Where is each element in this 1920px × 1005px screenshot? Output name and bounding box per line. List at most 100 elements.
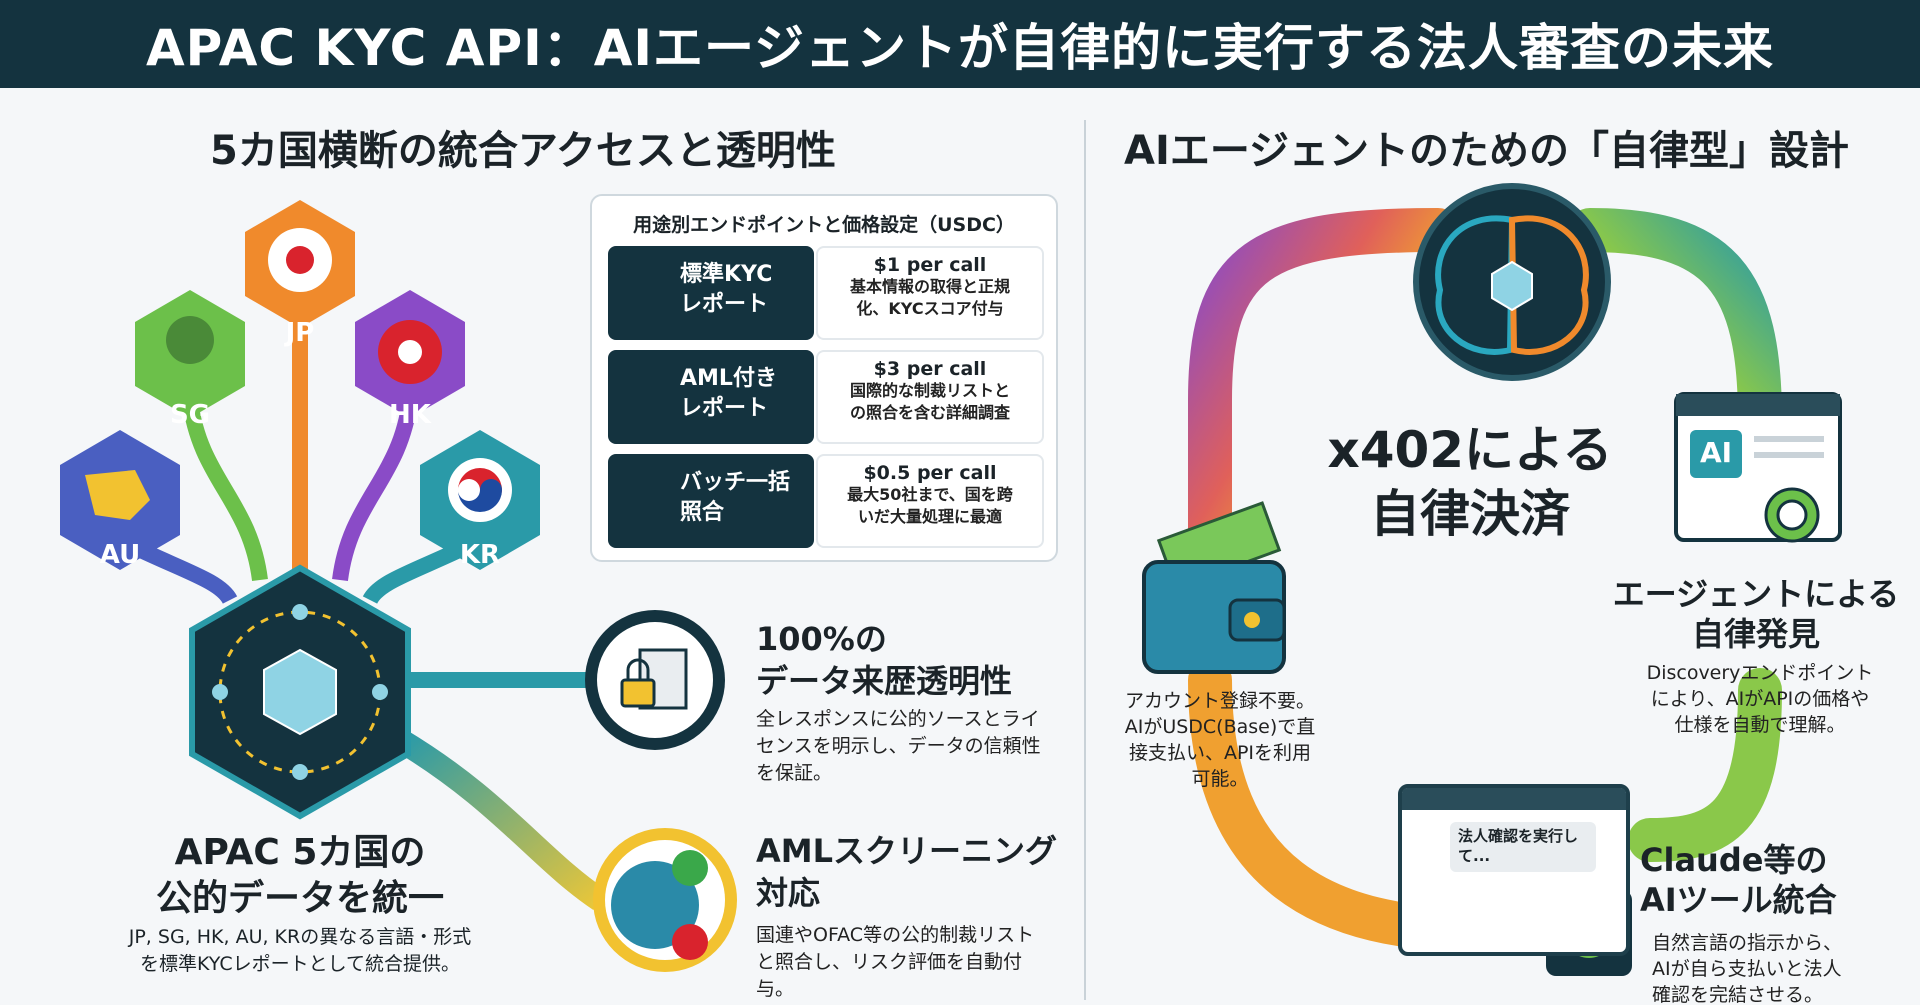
feature-desc-line2: センスを明示し、データの信頼性	[756, 735, 1041, 757]
feature-transparency-desc: 全レスポンスに公的ソースとライ センスを明示し、データの信頼性 を保証。	[756, 706, 1076, 787]
endpoint-name-line2: 照合	[680, 500, 725, 525]
hex-sg	[135, 290, 245, 418]
chat-titlebar	[1402, 788, 1626, 810]
header-bar: APAC KYC API：AIエージェントが自律的に実行する法人審査の未来	[0, 0, 1920, 88]
price-tile: $0.5 per call 最大50社まで、国を跨 いだ大量処理に最適	[816, 454, 1044, 548]
discovery-desc-line3: 仕様を自動で理解。	[1674, 714, 1846, 736]
price-desc-line2: いだ大量処理に最適	[857, 507, 1002, 526]
endpoint-tile: バッチ一括 照合	[608, 454, 814, 548]
discovery-title-line2: 自律発見	[1691, 615, 1820, 653]
connector-sg	[182, 398, 268, 582]
feature-aml-title: AMLスクリーニング 対応	[756, 830, 1057, 914]
feature-aml-desc: 国連やOFAC等の公的制裁リスト と照合し、リスク評価を自動付 与。	[756, 922, 1076, 1003]
hub-desc-line1: JP, SG, HK, AU, KRの異なる言語・形式	[128, 926, 472, 948]
feature-title-line1: AMLスクリーニング	[756, 832, 1058, 870]
hex-kr	[420, 430, 540, 570]
hub-title-line2: 公的データを統一	[155, 878, 444, 919]
endpoint-name-line2: レポート	[680, 396, 769, 421]
price-label: $1 per call	[873, 254, 987, 276]
wallet-description: アカウント登録不要。 AIがUSDC(Base)で直 接支払い、APIを利用 可…	[1110, 688, 1330, 792]
ai-browser-icon	[1674, 392, 1842, 543]
endpoint-name: AML付き レポート	[680, 364, 810, 424]
globe-check-icon	[593, 828, 737, 972]
loop-right-top	[1568, 208, 1782, 442]
claude-desc-line2: AIが自ら支払いと法人	[1652, 958, 1842, 980]
center-label: x402による 自律決済	[1290, 418, 1650, 546]
connector-hk	[332, 398, 418, 582]
price-label: $3 per call	[873, 358, 987, 380]
price-label: $0.5 per call	[863, 462, 997, 484]
ribbon-aml	[393, 729, 607, 910]
hex-au	[60, 430, 180, 570]
hex-hk	[355, 290, 465, 418]
hex-jp	[245, 200, 355, 328]
right-section-title: AIエージェントのための「自律型」設計	[1124, 128, 1850, 174]
ai-badge-label: AI	[1699, 436, 1733, 469]
hub-hexagon	[189, 564, 411, 820]
country-label-hk: HK	[389, 400, 431, 430]
loop-right-bottom	[1628, 668, 1782, 862]
price-desc-line1: 最大50社まで、国を跨	[847, 485, 1013, 504]
discovery-desc-line1: Discoveryエンドポイント	[1646, 662, 1874, 684]
price-desc-line1: 基本情報の取得と正規	[849, 277, 1010, 296]
center-label-line1: x402による	[1327, 421, 1613, 479]
endpoint-name: 標準KYC レポート	[680, 260, 810, 320]
hub-description: JP, SG, HK, AU, KRの異なる言語・形式 を標準KYCレポートとし…	[60, 924, 540, 978]
price-desc-line1: 国際的な制裁リストと	[849, 381, 1010, 400]
chat-window: 法人確認を実行して...	[1398, 784, 1630, 956]
hub-desc-line2: を標準KYCレポートとして統合提供。	[139, 953, 461, 975]
left-section-title: 5カ国横断の統合アクセスと透明性	[210, 128, 836, 174]
claude-title-line1: Claude等の	[1640, 841, 1828, 879]
claude-title: Claude等の AIツール統合	[1640, 840, 1900, 920]
claude-title-line2: AIツール統合	[1640, 881, 1837, 919]
brain-icon	[1413, 183, 1611, 381]
center-label-line2: 自律決済	[1370, 485, 1570, 543]
page-title: APAC KYC API：AIエージェントが自律的に実行する法人審査の未来	[145, 19, 1775, 77]
feature-desc-line1: 全レスポンスに公的ソースとライ	[756, 708, 1040, 730]
feature-desc-line3: を保証。	[756, 762, 833, 784]
price-desc-line2: 化、KYCスコア付与	[856, 299, 1004, 318]
feature-title-line1: 100%の	[756, 620, 887, 658]
loop-left	[1188, 208, 1460, 642]
pricing-row-standard: 標準KYC レポート $1 per call 基本情報の取得と正規 化、KYCス…	[608, 246, 1044, 340]
endpoint-name-line1: AML付き	[680, 366, 777, 391]
hub-title: APAC 5カ国の 公的データを統一	[100, 830, 500, 922]
endpoint-tile: AML付き レポート	[608, 350, 814, 444]
claude-desc-line1: 自然言語の指示から、	[1652, 932, 1843, 954]
discovery-description: Discoveryエンドポイント により、AIがAPIの価格や 仕様を自動で理解…	[1610, 660, 1910, 738]
feature-title-line2: データ来歴透明性	[756, 662, 1013, 700]
chat-message: 法人確認を実行して...	[1450, 822, 1596, 872]
discovery-title-line1: エージェントによる	[1612, 575, 1900, 613]
claude-description: 自然言語の指示から、 AIが自ら支払いと法人 確認を完結させる。	[1652, 930, 1892, 1005]
section-divider	[1084, 120, 1086, 1000]
wallet-desc-line3: 接支払い、APIを利用	[1128, 742, 1312, 764]
wallet-desc-line1: アカウント登録不要。	[1124, 690, 1315, 712]
wallet-icon	[1142, 501, 1286, 674]
endpoint-name-line1: バッチ一括	[680, 470, 791, 495]
discovery-desc-line2: により、AIがAPIの価格や	[1650, 688, 1870, 710]
wallet-desc-line2: AIがUSDC(Base)で直	[1124, 716, 1316, 738]
feature-desc-line3: 与。	[756, 978, 795, 1000]
feature-desc-line2: と照合し、リスク評価を自動付	[756, 951, 1023, 973]
price-desc-line2: の照合を含む詳細調査	[849, 403, 1010, 422]
pricing-heading: 用途別エンドポイントと価格設定（USDC）	[633, 214, 1015, 236]
endpoint-name-line2: レポート	[680, 292, 769, 317]
feature-transparency-title: 100%の データ来歴透明性	[756, 618, 1012, 702]
discovery-title: エージェントによる 自律発見	[1600, 574, 1912, 654]
pricing-panel: 用途別エンドポイントと価格設定（USDC） 標準KYC レポート $1 per …	[590, 194, 1058, 562]
wallet-desc-line4: 可能。	[1191, 768, 1249, 790]
price-tile: $1 per call 基本情報の取得と正規 化、KYCスコア付与	[816, 246, 1044, 340]
country-label-au: AU	[99, 540, 141, 570]
pricing-row-batch: バッチ一括 照合 $0.5 per call 最大50社まで、国を跨 いだ大量処…	[608, 454, 1044, 548]
pricing-row-aml: AML付き レポート $3 per call 国際的な制裁リストと の照合を含む…	[608, 350, 1044, 444]
feature-title-line2: 対応	[756, 874, 821, 912]
endpoint-name: バッチ一括 照合	[680, 468, 810, 528]
lock-document-icon	[585, 610, 725, 750]
price-tile: $3 per call 国際的な制裁リストと の照合を含む詳細調査	[816, 350, 1044, 444]
claude-desc-line3: 確認を完結させる。	[1652, 984, 1824, 1005]
feature-desc-line1: 国連やOFAC等の公的制裁リスト	[756, 924, 1035, 946]
hub-title-line1: APAC 5カ国の	[174, 832, 426, 873]
country-label-kr: KR	[459, 540, 501, 570]
country-label-jp: JP	[285, 318, 315, 348]
